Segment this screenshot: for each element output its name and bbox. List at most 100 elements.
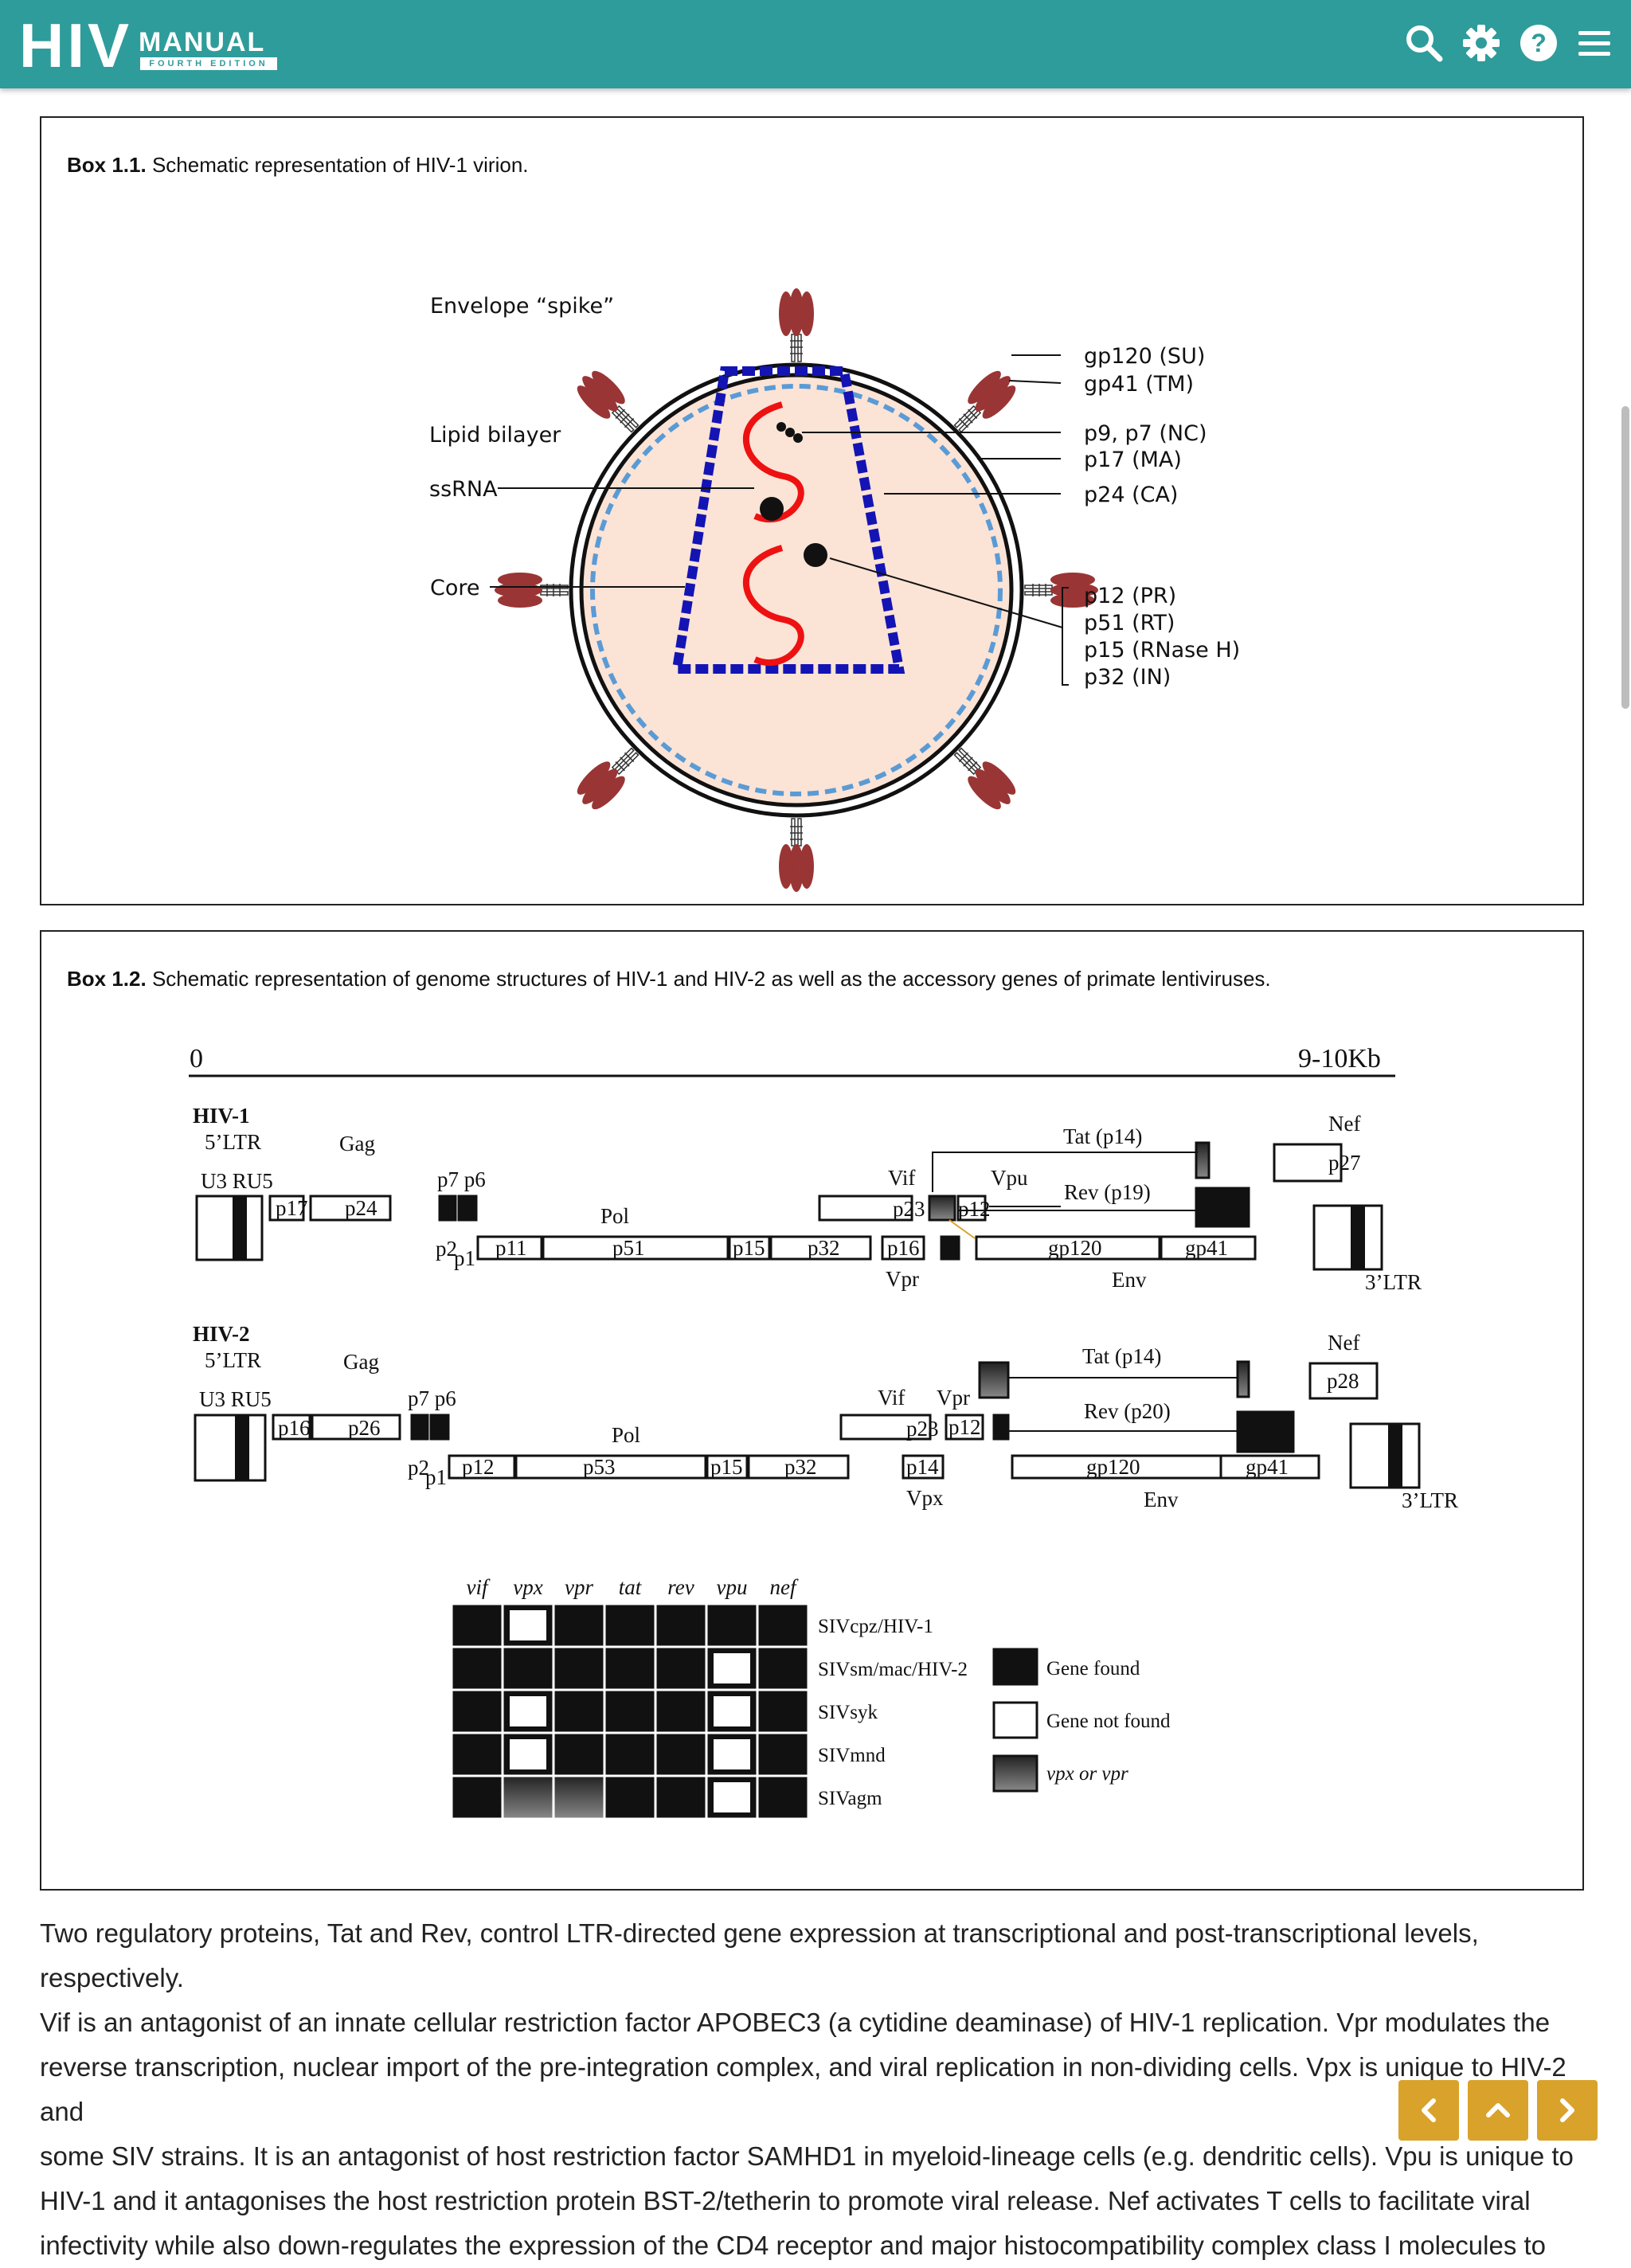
hiv1-p1: p1 [454, 1246, 475, 1270]
gene-cell [450, 1731, 504, 1777]
next-page-button[interactable] [1537, 2080, 1598, 2141]
gene-cell [654, 1645, 708, 1691]
gene-cell [756, 1688, 810, 1734]
virion-diagram: Envelope “spike” Lipid bilayer ssRNA Cor… [429, 287, 1240, 893]
hiv1-gp41: gp41 [1185, 1236, 1228, 1260]
hiv2-ltr3: 3’LTR [1402, 1488, 1458, 1512]
gene-cell-empty [508, 1609, 548, 1642]
hiv1-u3ru5: U3 RU5 [201, 1169, 273, 1193]
row-labels: SIVcpz/HIV-1SIVsm/mac/HIV-2SIVsykSIVmndS… [818, 1616, 968, 1809]
box-1-1-caption: Box 1.1. Schematic representation of HIV… [67, 153, 529, 178]
para-line-2: Vif is an antagonist of an innate cellul… [40, 2008, 1551, 2037]
logo-edition-text: FOURTH EDITION [140, 57, 277, 70]
hiv2-p28: p28 [1327, 1369, 1359, 1393]
hiv2-tat: Tat (p14) [1082, 1344, 1161, 1368]
hiv1-vif: Vif [888, 1166, 915, 1190]
box-1-2-caption: Box 1.2. Schematic representation of gen… [67, 967, 1271, 991]
hiv1-tat: Tat (p14) [1063, 1124, 1142, 1148]
gene-cell-empty [508, 1738, 548, 1771]
row-label: SIVagm [818, 1788, 882, 1809]
hiv2-gp41: gp41 [1246, 1455, 1289, 1479]
para-line-3: reverse transcription, nuclear import of… [40, 2052, 1566, 2126]
hiv-manual-logo[interactable]: HIV MANUAL FOURTH EDITION [19, 14, 277, 76]
hiv1-p17: p17 [276, 1196, 308, 1220]
hiv1-p11: p11 [495, 1236, 527, 1260]
hiv1-pol: Pol [600, 1204, 629, 1228]
legend-not: Gene not found [1046, 1711, 1171, 1732]
hiv1-rev: Rev (p19) [1064, 1180, 1151, 1204]
hiv2-p12: p12 [948, 1415, 981, 1439]
legend-either: vpx or vpr [1046, 1763, 1128, 1785]
hiv1-ltr3: 3’LTR [1365, 1270, 1422, 1294]
help-icon[interactable]: ? [1518, 22, 1559, 64]
hiv2-gag: Gag [343, 1350, 379, 1374]
gene-cell [552, 1774, 606, 1820]
caption-bold: Box 1.2. [67, 967, 147, 991]
caption-text: Schematic representation of HIV-1 virion… [146, 153, 529, 177]
gene-cell [756, 1602, 810, 1648]
accessory-gene-table [450, 1602, 810, 1820]
row-label: SIVmnd [818, 1745, 886, 1766]
scale-start: 0 [190, 1044, 203, 1073]
label-lipid-bilayer: Lipid bilayer [429, 423, 561, 448]
label-core: Core [430, 576, 480, 600]
menu-icon[interactable] [1574, 22, 1615, 64]
label-gp41: gp41 (TM) [1084, 372, 1194, 397]
hiv1-p15: p15 [733, 1236, 765, 1260]
box-1-2-genome: Box 1.2. Schematic representation of gen… [40, 930, 1584, 1891]
label-p9p7: p9, p7 (NC) [1084, 421, 1207, 446]
gene-cell [705, 1602, 759, 1648]
gene-cell [654, 1688, 708, 1734]
hiv1-p2: p2 [436, 1237, 457, 1261]
chevron-up-icon [1486, 2103, 1510, 2117]
gene-header-tat: tat [619, 1575, 643, 1599]
label-p24: p24 (CA) [1084, 483, 1178, 507]
legend-either-swatch [992, 1754, 1038, 1793]
label-p15: p15 (RNase H) [1084, 638, 1240, 663]
gene-header-nef: nef [770, 1575, 799, 1599]
previous-page-button[interactable] [1398, 2080, 1459, 2141]
search-icon[interactable] [1403, 22, 1445, 64]
hiv1-p51: p51 [612, 1236, 645, 1260]
gene-cell [552, 1645, 606, 1691]
gene-header-rev: rev [667, 1575, 694, 1599]
gene-cell-empty [712, 1652, 752, 1685]
hiv1-name: HIV-1 [193, 1104, 250, 1128]
label-p17: p17 (MA) [1084, 448, 1182, 472]
hiv2-vpr: Vpr [937, 1386, 970, 1410]
hiv2-p7p6: p7 p6 [408, 1386, 456, 1410]
scrollbar-thumb[interactable] [1621, 406, 1629, 709]
hiv1-ltr5: 5’LTR [205, 1130, 261, 1154]
row-label: SIVcpz/HIV-1 [818, 1616, 933, 1637]
scroll-top-button[interactable] [1468, 2080, 1528, 2141]
para-line-4: some SIV strains. It is an antagonist of… [40, 2141, 1574, 2171]
legend-found-swatch [992, 1648, 1038, 1686]
hiv2-pol: Pol [612, 1423, 640, 1447]
label-p51: p51 (RT) [1084, 611, 1175, 635]
gene-cell-empty [508, 1695, 548, 1728]
caption-bold: Box 1.1. [67, 153, 147, 177]
hiv2-p2: p2 [408, 1456, 429, 1480]
hiv1-env: Env [1112, 1268, 1147, 1292]
hiv1-gag: Gag [339, 1132, 375, 1156]
row-label: SIVsm/mac/HIV-2 [818, 1659, 968, 1680]
gene-cell-empty [712, 1781, 752, 1814]
gene-cell [654, 1602, 708, 1648]
legend: Gene found Gene not found vpx or vpr [992, 1648, 1171, 1793]
para-line-5: HIV-1 and it antagonises the host restri… [40, 2186, 1531, 2215]
gene-cell-empty [712, 1738, 752, 1771]
gene-header-vpr: vpr [565, 1575, 593, 1599]
gene-header-vif: vif [467, 1575, 491, 1599]
hiv1-gp120: gp120 [1048, 1236, 1102, 1260]
gene-cell [501, 1645, 555, 1691]
hiv2-p14: p14 [906, 1455, 939, 1479]
hiv1-p16: p16 [887, 1236, 920, 1260]
gear-icon[interactable] [1461, 22, 1502, 64]
hiv2-u3ru5: U3 RU5 [199, 1387, 272, 1411]
top-header-bar: HIV MANUAL FOURTH EDITION ? [0, 0, 1631, 88]
gene-header-vpx: vpx [513, 1575, 542, 1599]
gene-cell [552, 1602, 606, 1648]
hiv2-name: HIV-2 [193, 1322, 250, 1346]
svg-text:?: ? [1531, 29, 1547, 57]
hiv2-nef: Nef [1328, 1331, 1359, 1355]
